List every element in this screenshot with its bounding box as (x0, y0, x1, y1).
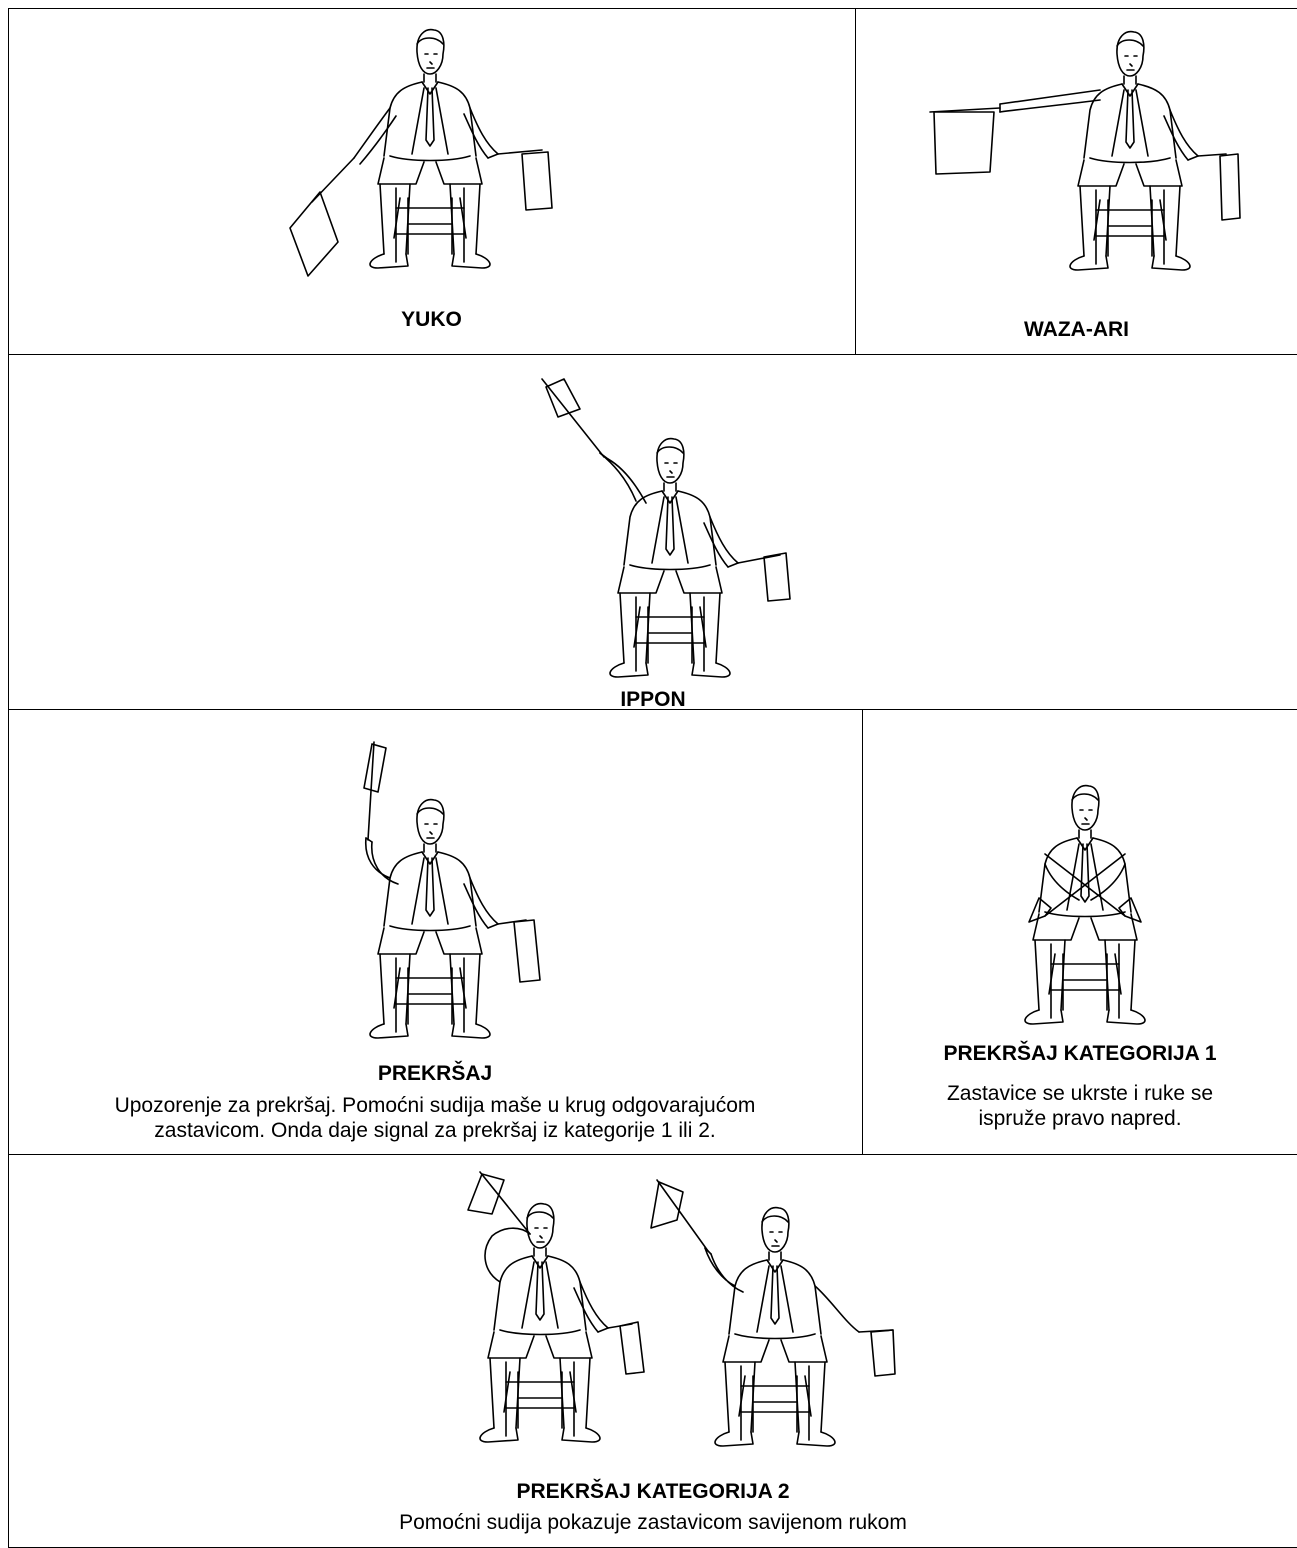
row-separator-1 (8, 354, 1297, 355)
prekrsaj-title: PREKRŠAJ (8, 1062, 862, 1086)
row-separator-3 (8, 1154, 1297, 1155)
seated-referee-flag-horizontal-icon (920, 28, 1250, 276)
kategorija1-title: PREKRŠAJ KATEGORIJA 1 (862, 1042, 1297, 1066)
seated-referee-flag-vertical-icon (330, 730, 560, 1040)
kategorija2-description-line1: Pomoćni sudija pokazuje zastavicom savij… (8, 1510, 1297, 1536)
yuko-title: YUKO (8, 308, 855, 332)
prekrsaj-description-line1: Upozorenje za prekršaj. Pomoćni sudija m… (8, 1093, 862, 1119)
seated-referee-flag-bent-arm-icon (440, 1160, 920, 1460)
kategorija2-title: PREKRŠAJ KATEGORIJA 2 (8, 1480, 1297, 1504)
seated-referee-flags-crossed-icon (985, 780, 1185, 1030)
seated-referee-flag-low-icon (280, 30, 580, 270)
kategorija1-description-line2: ispruže pravo napred. (862, 1106, 1297, 1132)
waza-ari-title: WAZA-ARI (855, 318, 1297, 342)
kategorija1-description-line1: Zastavice se ukrste i ruke se (862, 1081, 1297, 1107)
row1-divider (855, 8, 856, 354)
prekrsaj-description-line2: zastavicom. Onda daje signal za prekršaj… (8, 1118, 862, 1144)
seated-referee-flag-raised-icon (530, 375, 780, 665)
ippon-title: IPPON (8, 688, 1297, 712)
